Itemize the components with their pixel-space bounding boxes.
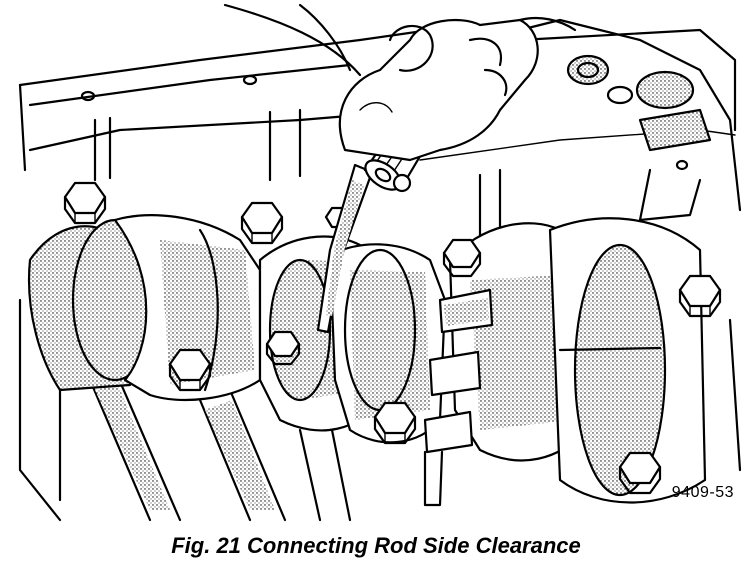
figure-caption: Fig. 21 Connecting Rod Side Clearance: [171, 533, 581, 558]
engine-illustration: [18, 3, 742, 522]
bolt-1: [63, 181, 107, 225]
figure-reference-number: 9409-53: [671, 484, 734, 501]
bolt-3: [168, 348, 212, 392]
bolt-4: [265, 330, 301, 366]
bolt-5: [442, 238, 482, 278]
crank-journal-left: [27, 214, 262, 402]
bolt-6: [373, 401, 417, 445]
crank-journal-right: [448, 217, 707, 504]
bolt-2: [240, 201, 284, 245]
rod-cap-segments: [423, 288, 494, 507]
hand-icon: [223, 3, 577, 162]
connecting-rod: [328, 243, 447, 444]
bolt-7: [678, 274, 722, 318]
bolt-heads: [63, 181, 722, 495]
engine-block: [18, 18, 742, 242]
bolt-8: [618, 451, 662, 495]
